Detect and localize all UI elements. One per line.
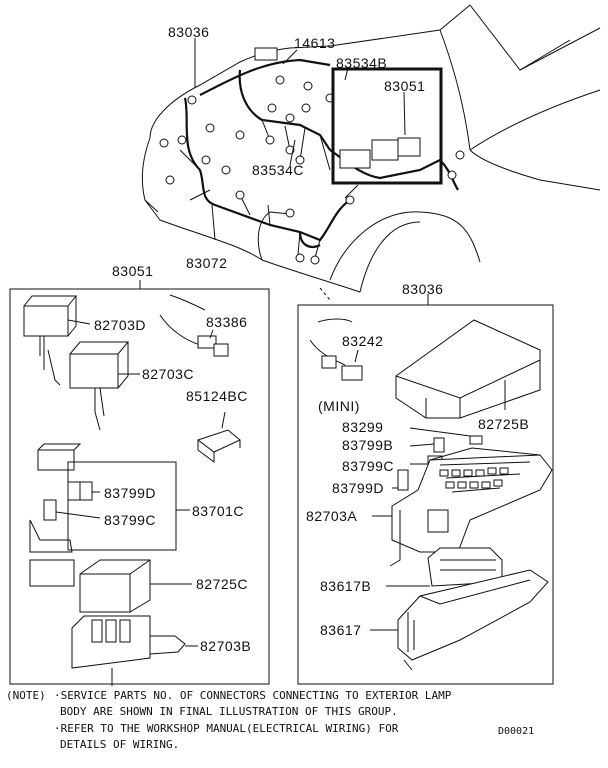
panel-83036-title: 83036 (402, 281, 444, 297)
junction-block (372, 447, 553, 567)
relay-box-82703B (71, 615, 198, 686)
note-line-2: BODY ARE SHOWN IN FINAL ILLUSTRATION OF … (60, 705, 398, 718)
harness-branches (179, 119, 359, 259)
panel-83036-frame (297, 304, 554, 685)
bracket-83617 (370, 569, 549, 671)
callout-83701C: 83701C (192, 503, 245, 519)
main-wiring-harness (183, 58, 459, 248)
callout-82703C: 82703C (142, 366, 195, 382)
callout-82703D: 82703D (94, 317, 147, 333)
callout-83799B: 83799B (342, 437, 394, 453)
callout-82703B: 82703B (200, 638, 252, 654)
panel-83051-title: 83051 (112, 263, 154, 279)
connector-83242 (309, 318, 363, 381)
callout-83799D-left: 83799D (104, 485, 157, 501)
callout-83072: 83072 (186, 255, 228, 271)
bracket-83701C (67, 461, 177, 551)
callout-83299: 83299 (342, 419, 384, 435)
callout-83386: 83386 (206, 314, 248, 330)
vehicle-body-outline (141, 4, 601, 301)
connector-83386 (159, 294, 229, 357)
callout-14613: 14613 (294, 35, 336, 51)
relay-82703C (69, 341, 140, 431)
fuse-group (29, 443, 101, 587)
frame-83617B (386, 547, 503, 587)
note-line-1: ·SERVICE PARTS NO. OF CONNECTORS CONNECT… (54, 689, 452, 702)
callout-83051-top: 83051 (384, 78, 426, 94)
junction-block-cells (427, 467, 509, 533)
callout-83799C-right: 83799C (342, 458, 395, 474)
part-85124BC (196, 411, 241, 463)
figure-code: D00021 (498, 726, 535, 737)
callout-83534B: 83534B (336, 55, 388, 71)
callout-83534C: 83534C (252, 162, 305, 178)
callout-83617B: 83617B (320, 578, 372, 594)
note-tag: (NOTE) (6, 689, 46, 702)
callout-82725C: 82725C (196, 576, 249, 592)
relay-82703D (23, 295, 91, 386)
callout-82703A: 82703A (306, 508, 358, 524)
callout-83617: 83617 (320, 622, 362, 638)
callout-83036-top: 83036 (168, 24, 210, 40)
note-line-4: DETAILS OF WIRING. (60, 738, 180, 751)
callout-82725B: 82725B (478, 416, 530, 432)
callout-85124BC: 85124BC (186, 388, 248, 404)
top-leader-lines (194, 38, 406, 241)
callout-83799D-right: 83799D (332, 480, 385, 496)
cover-82725C (79, 559, 192, 613)
note-line-3: ·REFER TO THE WORKSHOP MANUAL(ELECTRICAL… (54, 722, 399, 735)
callout-83799C-left: 83799C (104, 512, 157, 528)
callout-mini: (MINI) (318, 398, 360, 414)
relay-box-highlight (331, 67, 443, 185)
cover-82725B (395, 319, 541, 419)
callout-83242: 83242 (342, 333, 384, 349)
